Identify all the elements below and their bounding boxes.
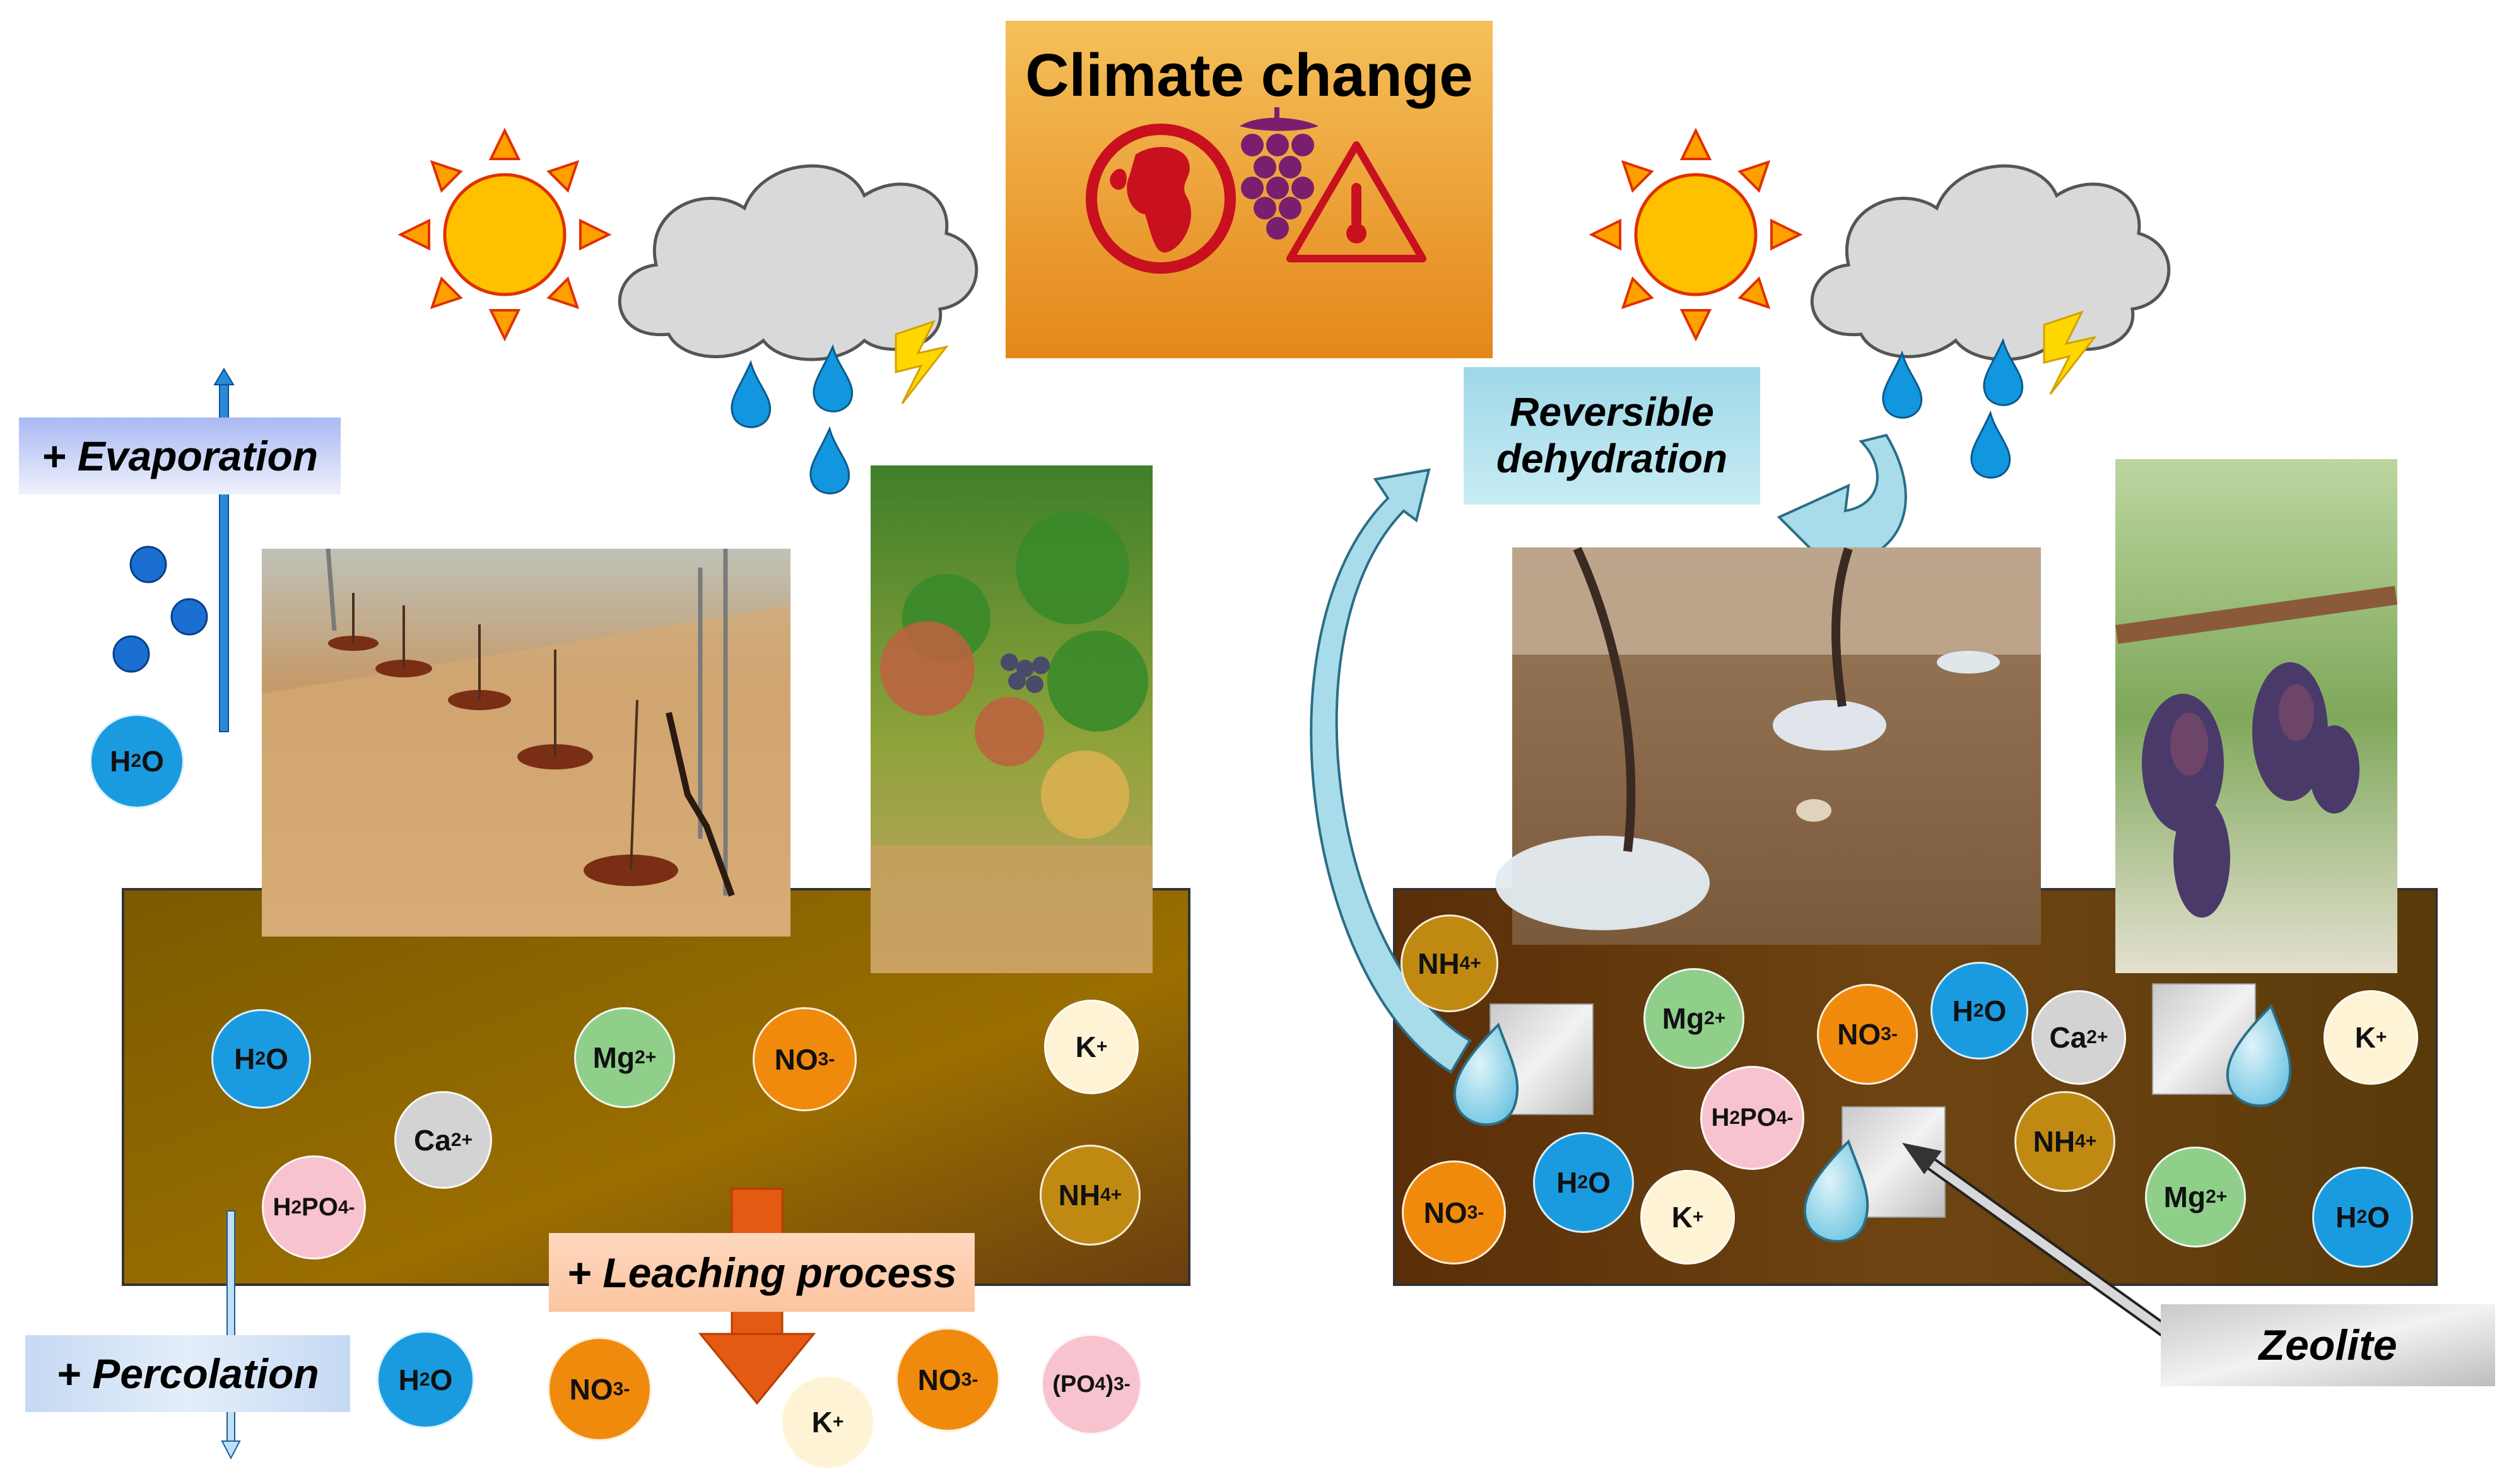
evaporation-droplets-icon (112, 546, 208, 673)
leaching-box (549, 1233, 975, 1312)
percolation-label: + Percolation (56, 1350, 319, 1397)
zeolite-label: Zeolite (2259, 1321, 2397, 1369)
zeolite-water-drops-icon (1453, 1003, 2292, 1243)
globe-icon (1086, 124, 1236, 274)
reversible-dehydration-line1: Reversible (1510, 389, 1714, 435)
right-sun-icon (1589, 127, 1803, 342)
reversible-dehydration-label: Reversible dehydration (1464, 367, 1760, 505)
right-cloud-icon (1810, 164, 2171, 361)
left-cloud-icon (618, 164, 978, 361)
left-vineyard-photo (262, 548, 790, 937)
reversible-dehydration-line2: dehydration (1496, 436, 1728, 481)
left-leaves-photo (871, 465, 1153, 973)
left-sun-icon (397, 127, 612, 342)
evaporation-box (19, 418, 341, 494)
zeolite-pointer-arrow (1902, 1143, 2178, 1343)
evaporation-label: + Evaporation (41, 433, 319, 479)
temperature-warning-icon (1286, 141, 1426, 262)
ion-k: K+ (2324, 990, 2418, 1085)
right-raindrops-icon (1882, 337, 2024, 479)
dehydration-curved-arrow-left (1310, 468, 1472, 1074)
right-zeolite-soil-photo (1495, 547, 2041, 945)
percolation-box (25, 1335, 350, 1412)
leaching-label: + Leaching process (567, 1249, 957, 1296)
right-lightning-icon (2043, 310, 2097, 395)
right-grapes-photo (2115, 459, 2397, 973)
zeolite-box (2161, 1304, 2495, 1386)
left-lightning-icon (895, 320, 949, 404)
left-raindrops-icon (731, 344, 854, 494)
ion-k: K+ (1044, 1000, 1139, 1094)
reversible-dehydration-box (1464, 367, 1760, 505)
ion-k: K+ (1640, 1170, 1735, 1265)
grapes-icon (1240, 107, 1319, 240)
ion-k: K+ (780, 1375, 875, 1469)
title-text: Climate change (1025, 42, 1473, 109)
